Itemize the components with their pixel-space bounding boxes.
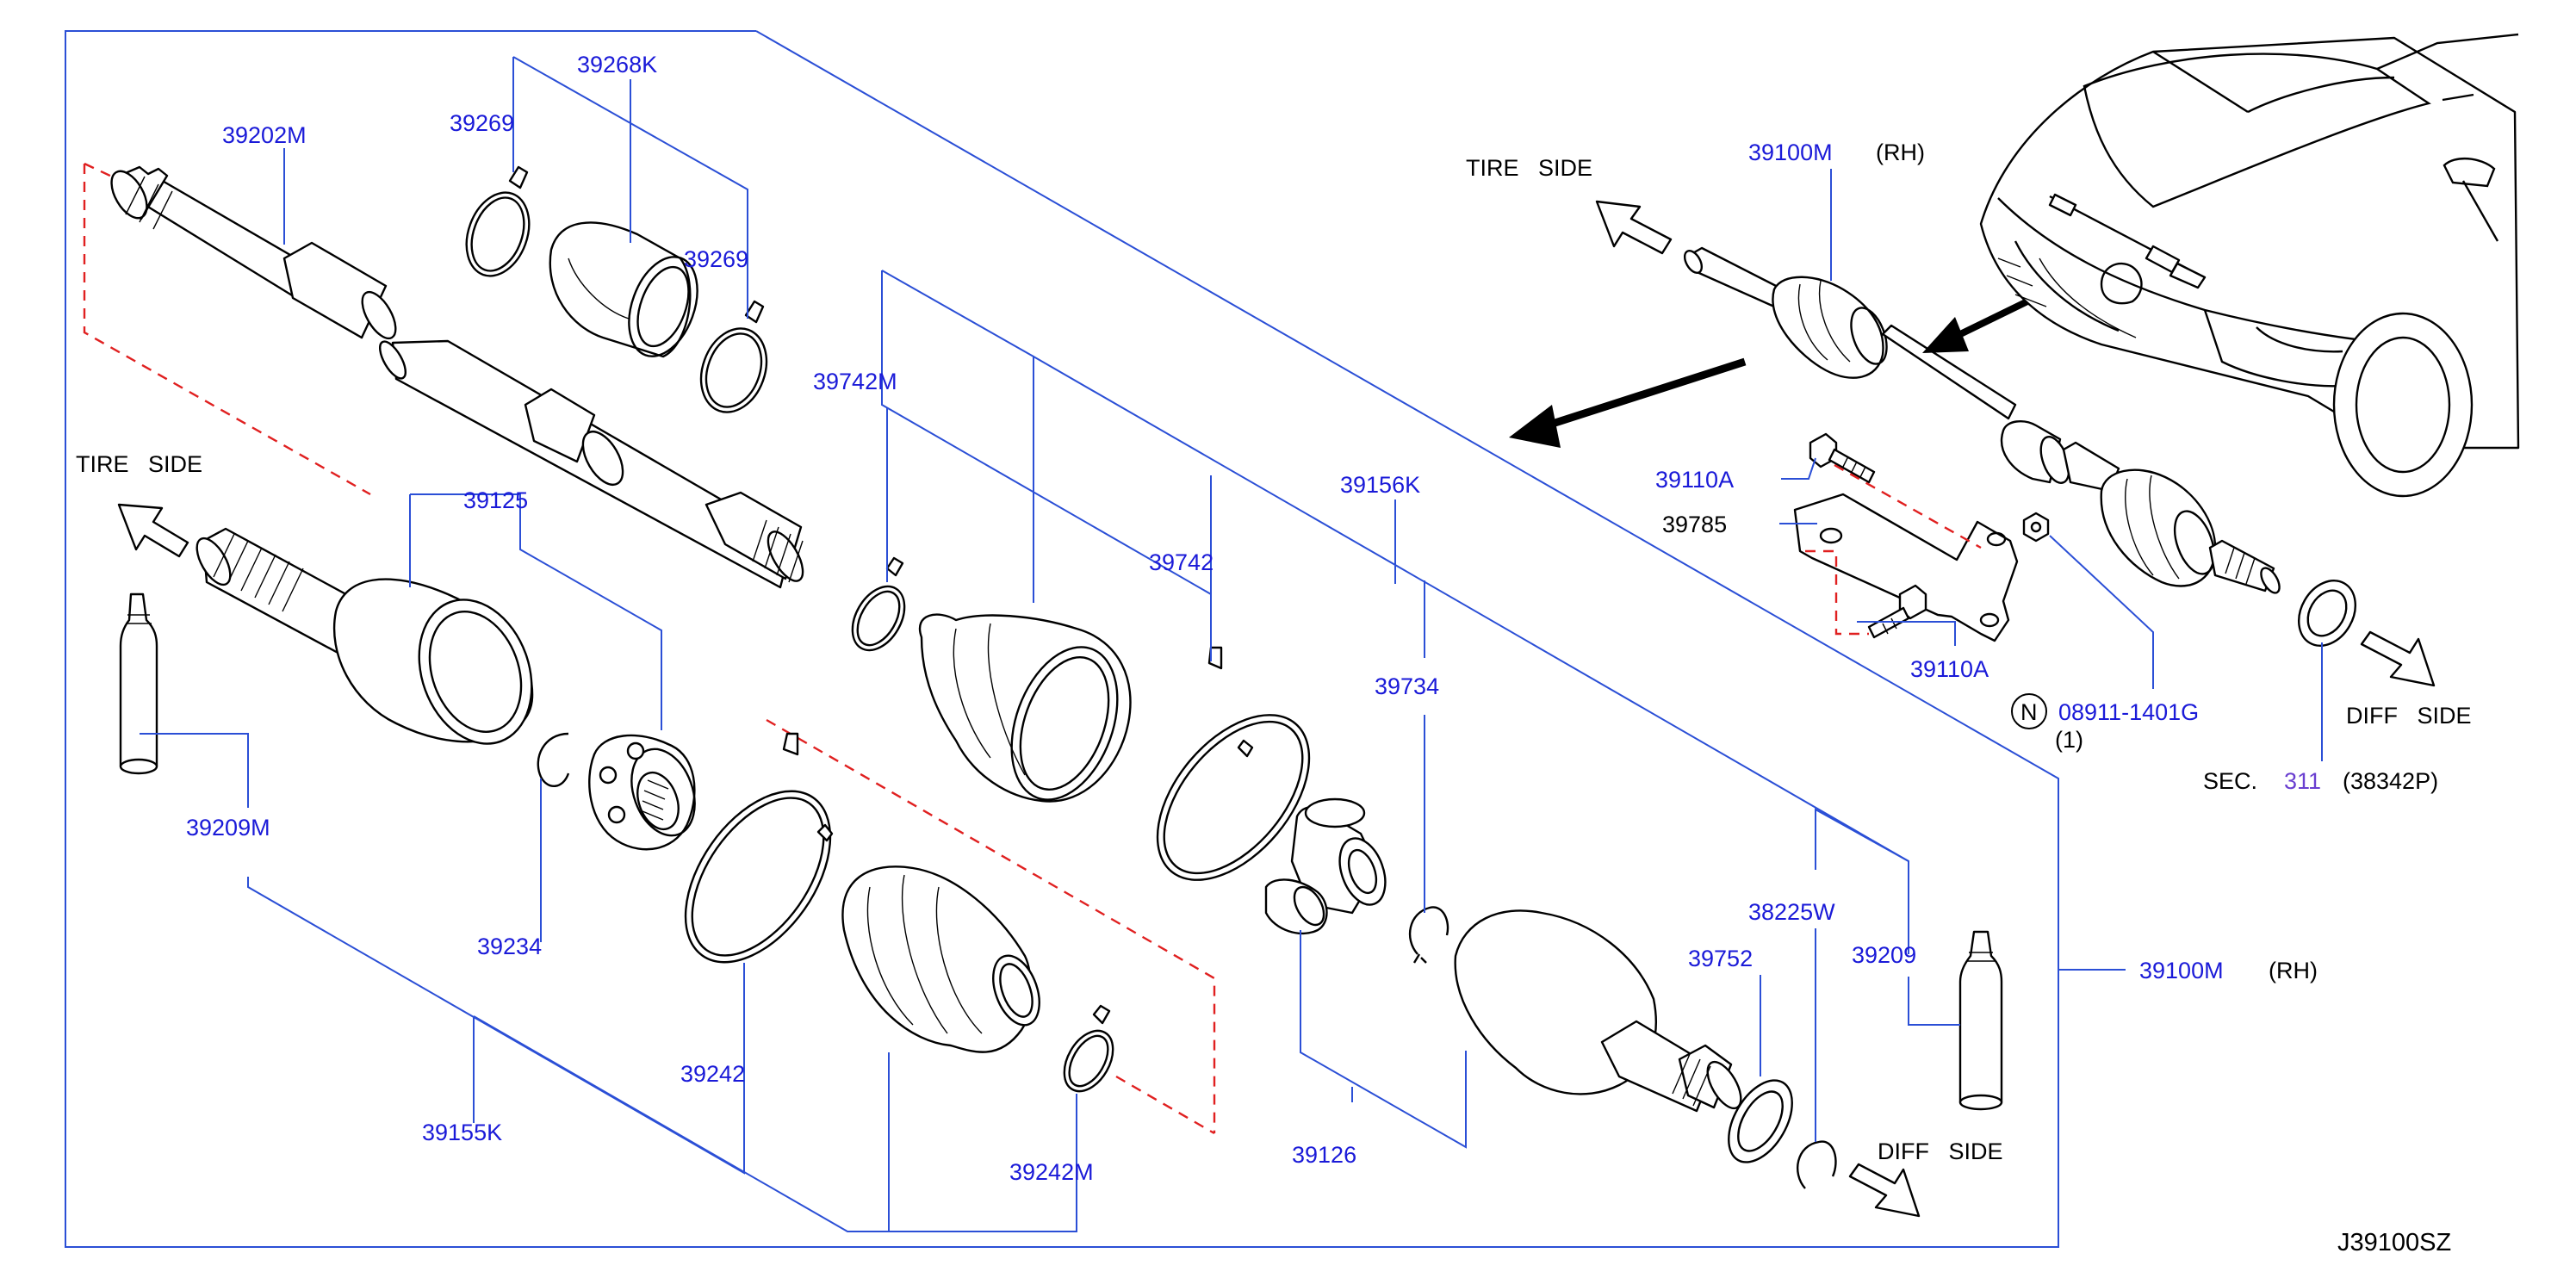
inset-hidden-line-bolt	[1805, 549, 1869, 636]
label-39785: 39785	[1662, 512, 1727, 537]
inset-tire-side-arrow-icon	[1595, 200, 1673, 255]
label-39156k: 39156K	[1340, 472, 1420, 498]
label-39234: 39234	[477, 934, 542, 959]
grease-tube-39209	[1958, 930, 2003, 1111]
label-08911-1401g: 08911-1401G	[2058, 699, 2199, 725]
label-39742: 39742	[1149, 549, 1214, 575]
inset-leader-lines	[1779, 169, 2323, 761]
hidden-line-shaft	[83, 164, 371, 496]
inset-direction-arrow-icon	[1540, 357, 1747, 431]
label-nut-symbol: N	[2020, 699, 2038, 725]
label-39155k: 39155K	[422, 1120, 502, 1145]
diagram-id: J39100SZ	[2337, 1229, 2451, 1256]
hidden-line-clamp	[1115, 1075, 1215, 1135]
shaft-39202m	[110, 165, 804, 589]
label-39268k: 39268K	[577, 52, 657, 78]
tire-side-arrow-icon	[117, 503, 189, 558]
label-39269-bottom: 39269	[684, 246, 748, 272]
hidden-line-boot-kit	[766, 718, 1216, 1133]
clamp-39742m	[851, 556, 906, 652]
boot-39268k	[549, 221, 698, 358]
inset-halfshaft	[1683, 246, 2281, 594]
ball-cage-39125	[588, 734, 696, 851]
hidden-line-shaft-top	[84, 162, 115, 179]
label-sec-ref[interactable]: 311	[2284, 768, 2321, 794]
label-39242: 39242	[680, 1061, 745, 1087]
boot-39156k	[918, 613, 1132, 803]
label-39100m-assembly: 39100M	[2139, 958, 2224, 983]
label-39125: 39125	[463, 487, 528, 513]
grease-tube-39209m	[119, 592, 158, 775]
label-39100m-inset: 39100M	[1748, 140, 1833, 165]
label-39752: 39752	[1688, 946, 1753, 971]
boot-39242m-kit	[841, 865, 1040, 1053]
inset-bolt-top	[1809, 432, 1876, 484]
inset-direction-arrowhead-icon	[1509, 405, 1561, 448]
oil-seal-39752	[1728, 1079, 1793, 1163]
label-sec-suffix: (38342P)	[2343, 768, 2438, 794]
vehicle-pointer-arrowhead-icon	[1922, 317, 1969, 353]
leader-lines	[140, 56, 2126, 1232]
snap-ring-39234	[537, 732, 570, 787]
clamp-39242m	[1063, 1004, 1114, 1093]
tripod-39126	[1264, 797, 1387, 935]
inner-joint-housing	[1454, 909, 1742, 1113]
clamp-39742	[1156, 646, 1311, 881]
vehicle-sketch	[1979, 33, 2520, 498]
label-39242m: 39242M	[1009, 1159, 1094, 1185]
label-39734: 39734	[1375, 673, 1439, 699]
diff-side-arrow-icon	[1848, 1163, 1921, 1218]
snap-ring-38225w	[1797, 1140, 1837, 1189]
label-38225w: 38225W	[1748, 899, 1835, 925]
label-qty-one: (1)	[2055, 727, 2083, 753]
label-tire-side-left: TIRE SIDE	[76, 451, 202, 477]
inset-hidden-line-bracket	[1834, 463, 1982, 549]
clamp-39242	[684, 732, 834, 964]
snap-ring-39734-tips	[1412, 953, 1427, 964]
label-diff-side-inset: DIFF SIDE	[2346, 703, 2472, 729]
clamp-39269-bottom	[699, 300, 768, 413]
label-rh-inset: (RH)	[1876, 140, 1925, 165]
label-39742m: 39742M	[813, 369, 897, 394]
inset-nut-08911	[2022, 512, 2050, 543]
label-diff-side-main: DIFF SIDE	[1878, 1138, 2003, 1164]
label-39110a-top: 39110A	[1655, 467, 1734, 493]
inset-diff-side-arrow-icon	[2360, 630, 2436, 687]
label-39269-top: 39269	[450, 110, 514, 136]
outer-cv-joint-39125	[196, 527, 534, 745]
label-rh-assembly: (RH)	[2269, 958, 2318, 983]
label-39209m: 39209M	[186, 815, 270, 841]
snap-ring-39734	[1408, 906, 1449, 955]
assembly-frame	[65, 30, 2059, 1248]
label-39209: 39209	[1852, 942, 1916, 968]
label-39110a-bottom: 39110A	[1910, 656, 1989, 682]
clamp-39269-top	[465, 165, 531, 277]
nut-symbol-circle	[2011, 693, 2047, 729]
inset-oil-seal	[2298, 580, 2356, 647]
inset-bracket-39785	[1793, 493, 2019, 642]
label-sec-prefix: SEC.	[2203, 768, 2257, 794]
label-39126: 39126	[1292, 1142, 1356, 1168]
label-tire-side-inset: TIRE SIDE	[1466, 155, 1592, 181]
label-39202m: 39202M	[222, 122, 307, 148]
